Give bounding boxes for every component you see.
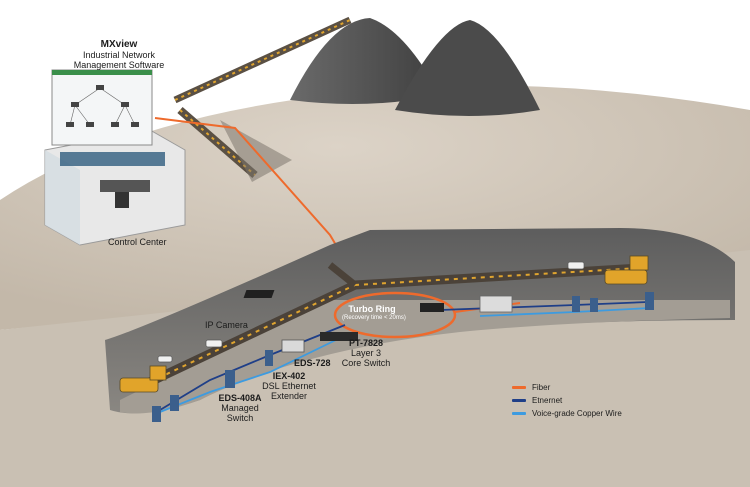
legend: Fiber Etnernet Voice-grade Copper Wire [512, 381, 622, 420]
legend-label-fiber: Fiber [532, 383, 551, 392]
iex402-line2: Extender [270, 391, 308, 401]
iex402-line1: DSL Ethernet [262, 381, 316, 391]
turbo-ring [333, 291, 457, 339]
ip-camera-left [157, 355, 173, 363]
eds408a-device [225, 370, 235, 388]
control-center-building [44, 129, 186, 246]
mining-machine-left [119, 365, 167, 393]
right-switch-rack [479, 295, 513, 313]
eds408a-label: EDS-408A Managed Switch [205, 393, 275, 423]
turbo-ring-switch [243, 290, 275, 298]
legend-item-fiber: Fiber [512, 381, 622, 394]
eds728-device [281, 339, 305, 353]
turbo-ring-title: Turbo Ring [348, 304, 396, 314]
turbo-ring-subtitle: (Recovery time < 20ms) [342, 315, 406, 321]
device-far-left [152, 406, 161, 422]
pt7828-line2: Core Switch [341, 358, 391, 368]
ip-camera-device [205, 339, 223, 348]
mxview-label: MXview Industrial Network Management Sof… [64, 39, 174, 71]
legend-swatch-copper [512, 412, 526, 415]
legend-item-copper: Voice-grade Copper Wire [512, 407, 622, 420]
right-device-1 [572, 296, 580, 312]
legend-item-ethernet: Etnernet [512, 394, 622, 407]
turbo-ring-label: Turbo Ring (Recovery time < 20ms) [342, 304, 406, 322]
legend-swatch-fiber [512, 386, 526, 389]
rock-pile-right [395, 20, 540, 116]
legend-label-ethernet: Etnernet [532, 396, 563, 405]
mining-machine-right [604, 255, 649, 285]
rock-pile-left [290, 18, 440, 104]
pt7828-label: PT-7828 Layer 3 Core Switch [331, 338, 401, 368]
iex402-model: IEX-402 [272, 371, 306, 381]
surface-conveyor [173, 16, 352, 104]
eds408a-line2: Switch [226, 413, 254, 423]
right-switch-dark [420, 303, 444, 312]
eds408a-model: EDS-408A [218, 393, 262, 403]
eds728-label: EDS-728 [294, 358, 331, 368]
mxview-line2: Management Software [73, 60, 165, 70]
control-center-label: Control Center [108, 237, 167, 247]
mxview-screen [51, 69, 153, 146]
iex402-device [265, 350, 273, 366]
pt7828-device [320, 332, 358, 341]
iex402-label: IEX-402 DSL Ethernet Extender [254, 371, 324, 401]
device-left-pair [170, 395, 179, 411]
pt7828-model: PT-7828 [348, 338, 384, 348]
legend-label-copper: Voice-grade Copper Wire [532, 409, 622, 418]
mxview-line1: Industrial Network [82, 50, 156, 60]
ip-camera-right [567, 261, 585, 270]
mxview-title: MXview [100, 39, 138, 50]
tunnel-conveyor-back [327, 262, 358, 288]
pt7828-line1: Layer 3 [350, 348, 382, 358]
legend-swatch-ethernet [512, 399, 526, 402]
eds408a-line1: Managed [221, 403, 259, 413]
right-device-3 [645, 292, 654, 310]
ip-camera-label: IP Camera [205, 320, 248, 330]
right-device-2 [590, 298, 598, 312]
